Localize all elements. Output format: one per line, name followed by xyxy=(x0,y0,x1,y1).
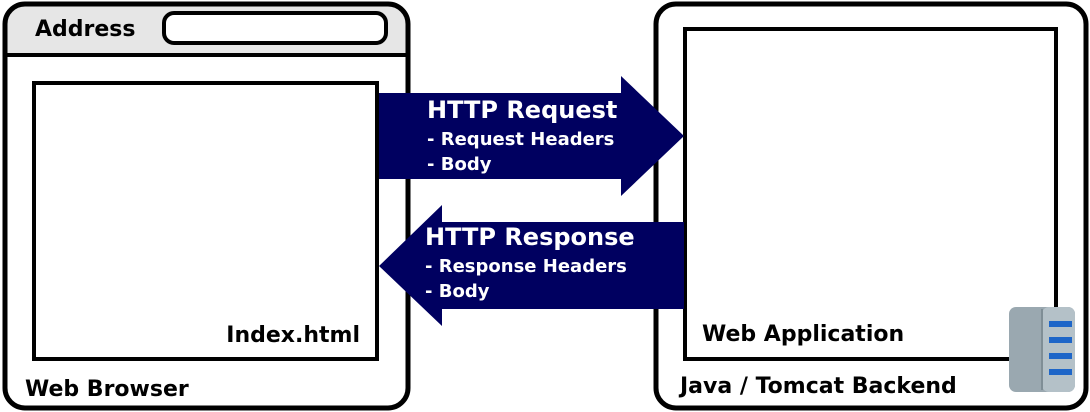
browser-window-frame xyxy=(2,1,411,411)
backend-window: Web Application Java / Tomcat Backend xyxy=(653,1,1089,411)
backend-label: Java / Tomcat Backend xyxy=(678,374,957,399)
address-input[interactable] xyxy=(162,11,388,45)
response-item: - Body xyxy=(425,281,490,302)
response-item: - Response Headers xyxy=(425,256,627,277)
http-response-title: HTTP Response xyxy=(425,223,635,251)
page-file-label: Index.html xyxy=(226,323,360,348)
http-response-arrow: HTTP Response - Response Headers - Body xyxy=(379,205,684,326)
browser-viewport xyxy=(32,81,379,361)
server-icon xyxy=(1009,307,1075,392)
request-item: - Body xyxy=(427,154,492,175)
address-label: Address xyxy=(35,17,135,42)
http-request-title: HTTP Request xyxy=(427,96,617,124)
web-application-label: Web Application xyxy=(702,322,904,347)
http-request-arrow: HTTP Request - Request Headers - Body xyxy=(379,76,684,196)
backend-window-frame xyxy=(653,1,1089,411)
request-item: - Request Headers xyxy=(427,129,614,150)
web-browser-label: Web Browser xyxy=(25,377,189,402)
response-arrow-shape xyxy=(379,205,684,326)
request-arrow-shape xyxy=(379,76,684,196)
web-application-panel xyxy=(683,27,1058,361)
web-browser-window: Address Index.html Web Browser xyxy=(2,1,411,411)
